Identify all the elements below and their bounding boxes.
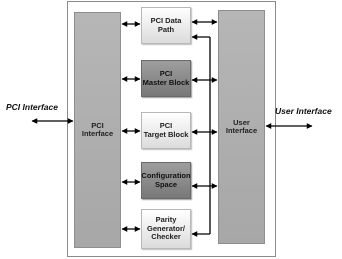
configuration-space-label: Configuration Space xyxy=(141,171,191,189)
pci-target-block-label: PCI Target Block xyxy=(143,121,189,139)
parity-checker-label: Parity Generator/ Checker xyxy=(147,215,185,242)
user-interface-block: User Interface xyxy=(218,10,265,244)
pci-interface-block-label: PCI Interface xyxy=(81,120,114,138)
pci-data-path-label: PCI Data Path xyxy=(150,16,182,34)
pci-interface-external-label: PCI Interface xyxy=(6,102,58,112)
user-interface-external-label: User Interface xyxy=(275,106,332,116)
parity-checker-block: Parity Generator/ Checker xyxy=(141,209,191,249)
user-interface-block-label: User Interface xyxy=(225,117,258,135)
pci-master-block: PCI Master Block xyxy=(141,60,191,97)
pci-master-block-label: PCI Master Block xyxy=(142,69,190,87)
pci-interface-block: PCI Interface xyxy=(74,12,121,248)
pci-target-block: PCI Target Block xyxy=(141,112,191,149)
pci-data-path-block: PCI Data Path xyxy=(141,7,191,44)
configuration-space-block: Configuration Space xyxy=(141,162,191,199)
